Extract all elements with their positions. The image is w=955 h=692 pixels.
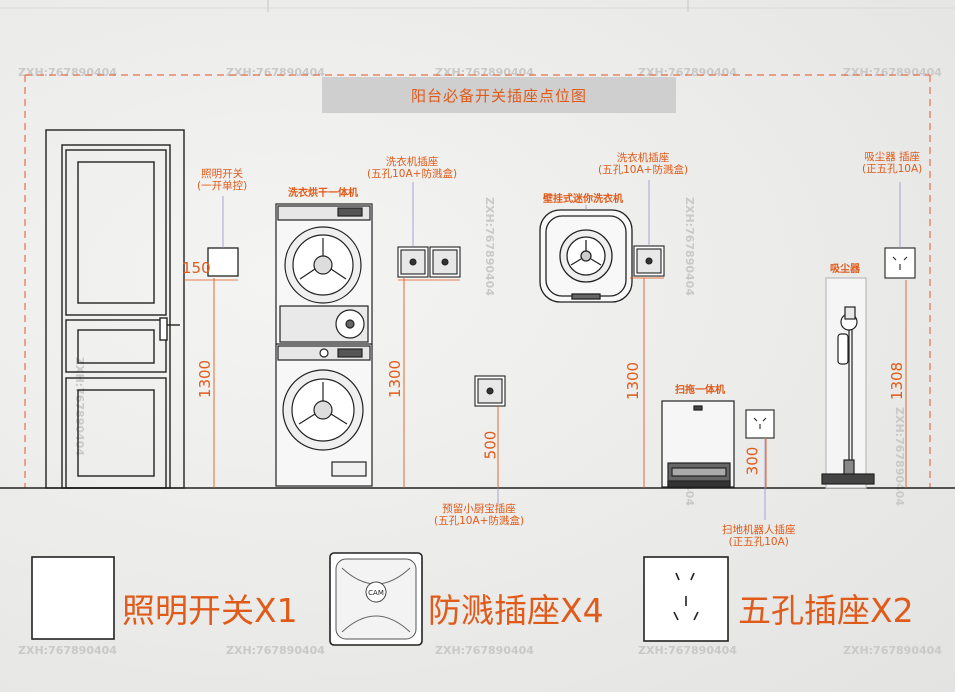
legend-switch-icon bbox=[31, 556, 115, 640]
legend-splash-socket-icon bbox=[329, 552, 423, 646]
watermark-text: ZXH:767890404 bbox=[226, 66, 325, 79]
reserved-splash-socket bbox=[474, 375, 506, 407]
wall-mini-washer bbox=[539, 209, 633, 303]
dim-wall-washer-socket-height: 1300 bbox=[624, 361, 643, 401]
wall-washer-socket-label: 洗衣机插座(五孔10A+防溅盒) bbox=[598, 152, 689, 176]
dim-switch-height: 1300 bbox=[196, 359, 215, 399]
watermark-text: ZXH:767890404 bbox=[435, 66, 534, 79]
watermark-text: ZXH:767890404 bbox=[435, 644, 534, 657]
watermark-text: ZXH:767890404 bbox=[843, 66, 942, 79]
wall-washer-splash-socket bbox=[633, 245, 665, 277]
robot-five-hole-socket bbox=[745, 409, 775, 439]
legend-cam-text: CAM bbox=[368, 589, 384, 597]
vacuum-socket-label: 吸尘器 插座(正五孔10A) bbox=[862, 151, 923, 175]
dashed-frame bbox=[24, 74, 931, 488]
washer-dryer-stack bbox=[275, 203, 373, 487]
legend-switch-text: 照明开关X1 bbox=[122, 591, 298, 630]
wall-washer-label: 壁挂式迷你洗衣机 bbox=[543, 194, 623, 205]
watermark-text: ZXH:767890404 bbox=[18, 66, 117, 79]
light-switch-icon bbox=[207, 247, 239, 277]
watermark-text: ZXH:767890404 bbox=[638, 66, 737, 79]
page-title: 阳台必备开关插座点位图 bbox=[322, 77, 676, 113]
stick-vacuum bbox=[821, 277, 875, 489]
legend-splash-socket-text: 防溅插座X4 bbox=[428, 591, 604, 630]
door bbox=[45, 129, 185, 489]
vacuum-five-hole-socket bbox=[884, 247, 916, 279]
reserved-socket-label: 预留小厨宝插座(五孔10A+防溅盒) bbox=[434, 503, 525, 527]
washer-dryer-label: 洗衣烘干一体机 bbox=[288, 188, 358, 199]
watermark-text: ZXH:767890404 bbox=[843, 644, 942, 657]
dim-switch-offset: 150 bbox=[182, 259, 211, 277]
legend-five-hole-socket-icon bbox=[643, 556, 729, 642]
dim-washer-socket-height: 1300 bbox=[386, 359, 405, 399]
washer-socket-label: 洗衣机插座(五孔10A+防溅盒) bbox=[367, 156, 458, 180]
robot-socket-label: 扫地机器人插座(正五孔10A) bbox=[722, 524, 796, 548]
watermark-text: ZXH:767890404 bbox=[226, 644, 325, 657]
watermark-text: ZXH:767890404 bbox=[638, 644, 737, 657]
dim-vacuum-socket-height: 1308 bbox=[888, 361, 907, 401]
vacuum-label: 吸尘器 bbox=[830, 264, 860, 275]
mop-machine-label: 扫拖一体机 bbox=[675, 385, 725, 396]
legend-five-hole-socket-text: 五孔插座X2 bbox=[738, 591, 914, 630]
dim-robot-socket-height: 300 bbox=[743, 446, 762, 476]
mop-machine bbox=[661, 400, 735, 488]
washer-splash-sockets bbox=[397, 246, 461, 278]
light-switch-label: 照明开关(一开单控) bbox=[197, 168, 248, 192]
dim-reserved-height: 500 bbox=[481, 430, 500, 460]
watermark-text: ZXH:767890404 bbox=[18, 644, 117, 657]
